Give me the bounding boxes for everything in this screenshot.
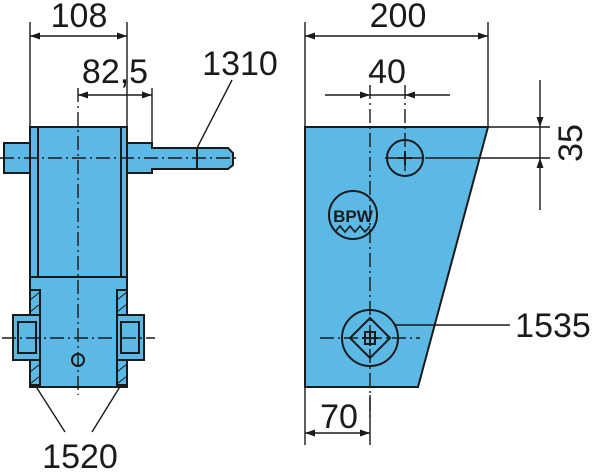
leader-1520-b [91,384,122,433]
label-1520: 1520 [42,438,118,474]
dim-70-line [304,387,371,445]
front-view: BPW [304,85,490,420]
dim-35-line [425,80,550,210]
dim-82-5-line [78,88,153,143]
dim-40: 40 [368,53,406,91]
dim-82-5: 82,5 [82,53,148,91]
dim-70: 70 [320,398,358,436]
dim-108-line [29,22,128,127]
dim-35: 35 [552,124,590,162]
leader-1310 [196,79,233,149]
label-1535: 1535 [515,307,591,345]
dim-200: 200 [370,0,427,35]
label-1310: 1310 [202,45,278,83]
side-view [0,88,240,395]
bpw-logo: BPW [328,190,378,240]
leader-1520-a [34,384,66,433]
dim-108: 108 [51,0,108,35]
logo-text: BPW [333,207,374,226]
dim-200-line [304,22,489,127]
